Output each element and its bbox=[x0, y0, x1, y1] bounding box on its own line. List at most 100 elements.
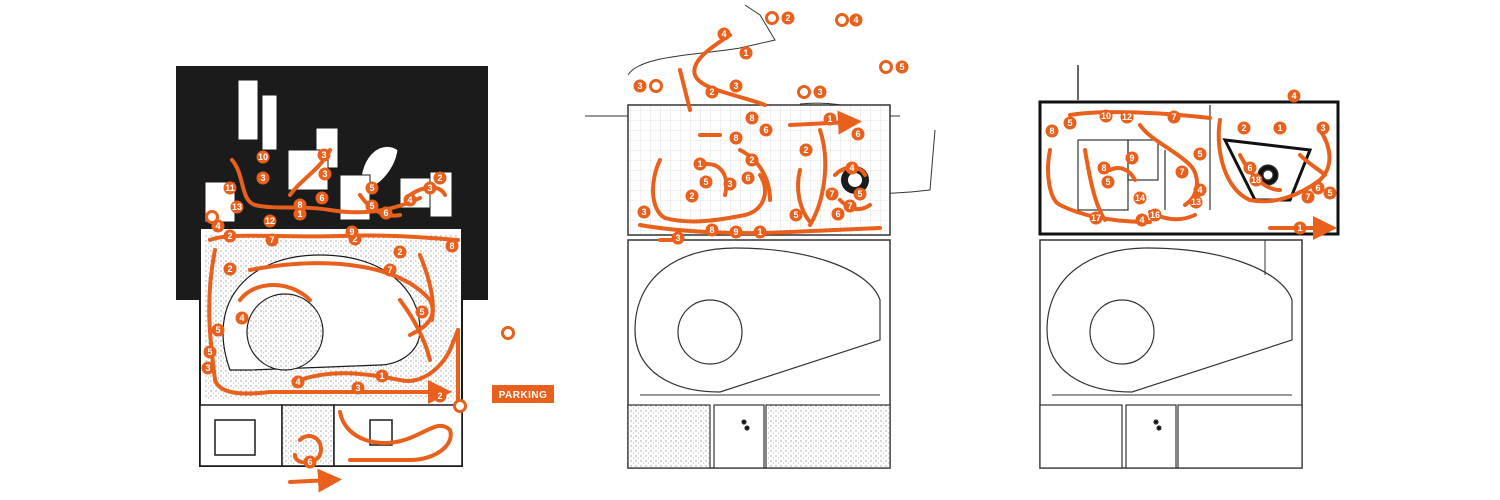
step-marker bbox=[739, 46, 753, 60]
step-marker bbox=[1175, 165, 1189, 179]
step-marker-number: 10 bbox=[258, 152, 268, 162]
step-marker-number: 12 bbox=[265, 216, 275, 226]
step-marker bbox=[291, 375, 305, 389]
central-court bbox=[246, 293, 324, 371]
step-marker bbox=[637, 205, 651, 219]
step-marker-number: 6 bbox=[307, 457, 312, 467]
step-marker-number: 11 bbox=[225, 183, 235, 193]
step-marker-number: 2 bbox=[227, 264, 232, 274]
step-marker bbox=[1045, 124, 1059, 138]
step-marker bbox=[223, 262, 237, 276]
step-marker bbox=[365, 199, 379, 213]
step-marker bbox=[293, 198, 307, 212]
step-marker bbox=[895, 60, 909, 74]
step-marker bbox=[1311, 181, 1325, 195]
step-marker-number: 3 bbox=[322, 169, 327, 179]
step-marker-number: 4 bbox=[849, 163, 854, 173]
entry-ring bbox=[879, 60, 893, 74]
step-marker bbox=[1193, 147, 1207, 161]
step-marker-number: 3 bbox=[355, 383, 360, 393]
step-marker bbox=[1193, 183, 1207, 197]
step-marker bbox=[723, 177, 737, 191]
step-marker bbox=[303, 455, 317, 469]
step-marker bbox=[223, 181, 237, 195]
step-marker-number: 3 bbox=[637, 81, 642, 91]
step-marker-number: 8 bbox=[297, 200, 302, 210]
markers-outside bbox=[205, 11, 893, 413]
step-marker-number: 3 bbox=[733, 81, 738, 91]
step-marker bbox=[1120, 110, 1134, 124]
step-marker-number: 4 bbox=[721, 29, 726, 39]
step-marker-number: 12 bbox=[1122, 112, 1132, 122]
step-marker bbox=[799, 143, 813, 157]
step-marker-number: 9 bbox=[1129, 153, 1134, 163]
step-marker-number: 2 bbox=[803, 145, 808, 155]
step-marker-number: 4 bbox=[215, 221, 220, 231]
step-marker-number: 8 bbox=[1101, 163, 1106, 173]
step-marker bbox=[705, 223, 719, 237]
step-marker bbox=[851, 127, 865, 141]
step-marker bbox=[781, 11, 795, 25]
step-marker-number: 10 bbox=[1101, 111, 1111, 121]
step-marker bbox=[759, 123, 773, 137]
step-marker-number: 9 bbox=[733, 227, 738, 237]
step-marker bbox=[211, 323, 225, 337]
step-marker-number: 1 bbox=[379, 371, 384, 381]
step-marker bbox=[403, 193, 417, 207]
step-marker bbox=[741, 171, 755, 185]
step-marker-number: 7 bbox=[829, 189, 834, 199]
step-marker-number: 5 bbox=[1327, 188, 1332, 198]
step-marker bbox=[1301, 190, 1315, 204]
step-marker bbox=[1287, 89, 1301, 103]
step-marker-number: 16 bbox=[1150, 210, 1160, 220]
step-marker bbox=[293, 207, 307, 221]
step-marker bbox=[1135, 213, 1149, 227]
step-marker-number: 2 bbox=[785, 13, 790, 23]
step-marker-number: 4 bbox=[295, 377, 300, 387]
step-marker bbox=[365, 181, 379, 195]
step-marker-number: 6 bbox=[1247, 163, 1252, 173]
step-marker-number: 5 bbox=[899, 62, 904, 72]
step-marker-number: 3 bbox=[675, 233, 680, 243]
step-marker bbox=[201, 361, 215, 375]
step-marker bbox=[671, 231, 685, 245]
step-marker-number: 5 bbox=[419, 307, 424, 317]
step-marker-number: 3 bbox=[727, 179, 732, 189]
step-marker bbox=[265, 233, 279, 247]
step-marker-number: 6 bbox=[319, 193, 324, 203]
step-marker-number: 8 bbox=[709, 225, 714, 235]
step-marker-number: 5 bbox=[1197, 149, 1202, 159]
step-marker-number: 8 bbox=[749, 113, 754, 123]
step-marker-number: 14 bbox=[1135, 193, 1145, 203]
step-marker bbox=[379, 206, 393, 220]
step-marker bbox=[705, 85, 719, 99]
step-marker bbox=[633, 79, 647, 93]
step-marker-number: 3 bbox=[817, 87, 822, 97]
step-marker bbox=[351, 381, 365, 395]
step-marker bbox=[1243, 161, 1257, 175]
step-marker-number: 8 bbox=[1049, 126, 1054, 136]
step-marker-number: 2 bbox=[689, 191, 694, 201]
step-marker bbox=[717, 27, 731, 41]
step-marker-number: 6 bbox=[835, 209, 840, 219]
step-marker bbox=[853, 187, 867, 201]
step-marker bbox=[753, 225, 767, 239]
step-marker bbox=[1293, 221, 1307, 235]
bottom-blocks-right bbox=[1039, 404, 1303, 469]
step-marker bbox=[1125, 151, 1139, 165]
step-marker-number: 4 bbox=[853, 15, 858, 25]
step-marker bbox=[745, 111, 759, 125]
step-marker-number: 3 bbox=[427, 183, 432, 193]
step-marker bbox=[423, 181, 437, 195]
step-marker bbox=[433, 389, 447, 403]
step-marker-number: 7 bbox=[387, 265, 392, 275]
step-marker bbox=[1099, 109, 1113, 123]
step-marker bbox=[1249, 173, 1263, 187]
step-marker bbox=[318, 167, 332, 181]
step-marker bbox=[729, 79, 743, 93]
